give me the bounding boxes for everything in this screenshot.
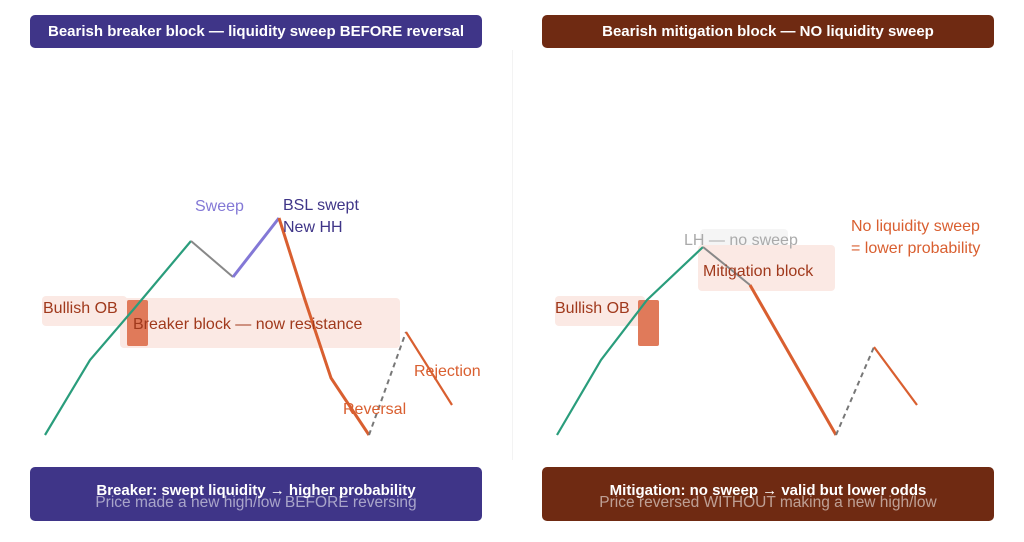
lh-no-sweep-label: LH — no sweep	[684, 232, 798, 249]
bsl-swept-label: BSL swept	[283, 197, 359, 214]
right-title-banner: Bearish mitigation block — NO liquidity …	[542, 15, 994, 48]
left-footer-title: Breaker: swept liquidity → higher probab…	[96, 482, 416, 499]
right-footer-title: Mitigation: no sweep → valid but lower o…	[609, 482, 927, 499]
right-lh-line	[702, 246, 751, 286]
reversal-label: Reversal	[343, 401, 406, 418]
right-title: Bearish mitigation block — NO liquidity …	[602, 23, 934, 40]
note-line-2: = lower probability	[851, 240, 980, 257]
panel-divider	[512, 50, 513, 460]
right-footer-subtitle: Price reversed WITHOUT making a new high…	[599, 494, 937, 511]
right-footer-banner: Mitigation: no sweep → valid but lower o…	[542, 467, 994, 521]
left-title: Bearish breaker block — liquidity sweep …	[48, 23, 464, 40]
right-bullish-ob-label: Bullish OB	[555, 300, 630, 317]
left-footer-banner: Breaker: swept liquidity → higher probab…	[30, 467, 482, 521]
note-line-1: No liquidity sweep	[851, 218, 980, 235]
left-pullback-line	[190, 240, 234, 278]
left-title-banner: Bearish breaker block — liquidity sweep …	[30, 15, 482, 48]
right-bullish-ob-zone	[555, 296, 645, 326]
left-rejection-line	[405, 331, 453, 406]
left-sweep-line	[231, 217, 281, 278]
left-bullish-ob-zone	[42, 296, 127, 326]
right-continuation-line	[873, 346, 918, 406]
left-footer-subtitle: Price made a new high/low BEFORE reversi…	[95, 494, 417, 511]
right-uptrend-line	[556, 246, 704, 436]
right-bullish-ob-box	[638, 300, 659, 346]
left-downtrend-line	[277, 217, 371, 436]
sweep-label: Sweep	[195, 198, 244, 215]
breaker-block-label: Breaker block — now resistance	[133, 316, 363, 333]
mitigation-block-zone	[698, 245, 835, 291]
left-retrace-dashed	[368, 331, 407, 436]
rejection-label: Rejection	[414, 363, 481, 380]
breaker-block-zone	[120, 298, 400, 348]
right-downtrend-line	[748, 284, 838, 436]
left-uptrend-line	[44, 240, 192, 436]
mitigation-block-label: Mitigation block	[703, 263, 814, 280]
right-retrace-dashed	[835, 346, 875, 436]
new-hh-label: New HH	[283, 219, 343, 236]
left-bullish-ob-label: Bullish OB	[43, 300, 118, 317]
